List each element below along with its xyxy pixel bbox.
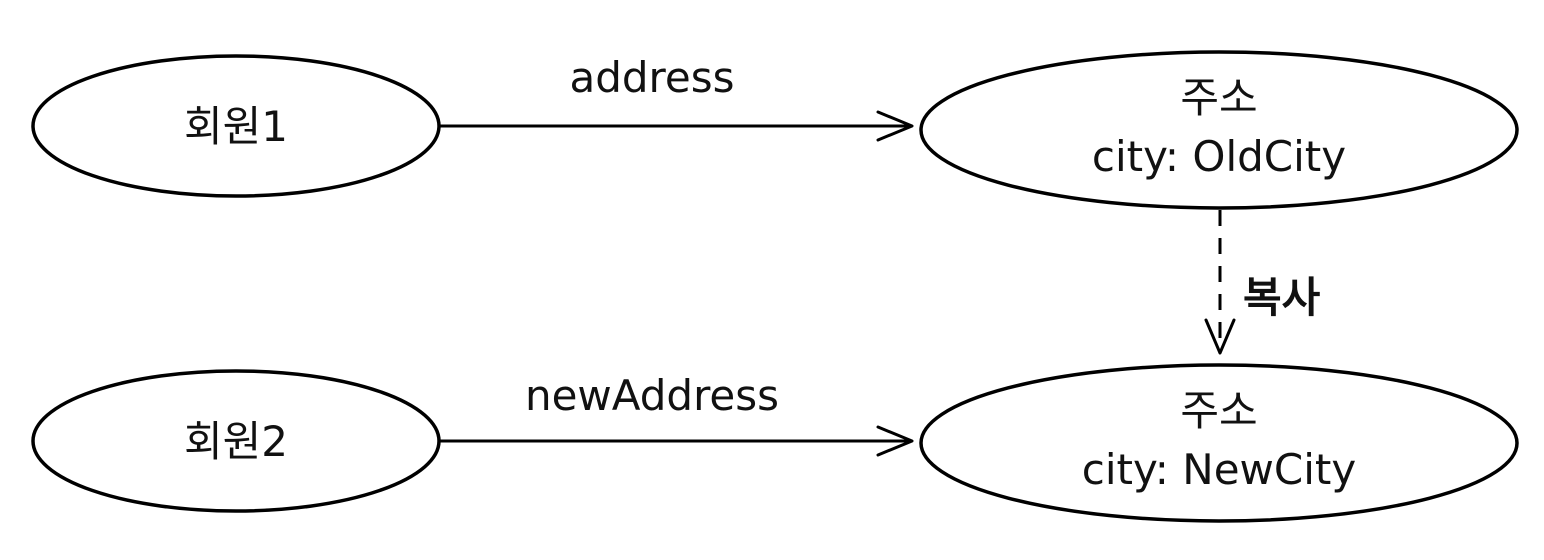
node-ellipse (919, 363, 1519, 523)
node-member2: 회원2 (31, 369, 441, 513)
node-address-new: 주소 city: NewCity (919, 363, 1519, 523)
edge-copy: 복사 (1204, 210, 1321, 355)
node-label-member2: 회원2 (184, 417, 288, 466)
node-ellipse (31, 369, 441, 513)
node-address-old: 주소 city: OldCity (919, 50, 1519, 210)
arrowhead-icon (876, 425, 914, 457)
arrowhead-icon (876, 110, 914, 142)
node-member1: 회원1 (31, 54, 441, 198)
node-title-address-old: 주소 (1180, 73, 1257, 122)
edge-label-new-address: newAddress (525, 371, 779, 420)
node-label-member1: 회원1 (184, 102, 288, 151)
node-ellipse (919, 50, 1519, 210)
node-title-address-new: 주소 (1180, 386, 1257, 435)
edge-label-address: address (569, 53, 734, 102)
node-field-address-new: city: NewCity (1082, 445, 1356, 494)
node-field-address-old: city: OldCity (1092, 132, 1346, 181)
arrowhead-icon (1204, 318, 1236, 355)
edge-member1-address: address (440, 53, 914, 142)
edge-label-copy: 복사 (1243, 273, 1321, 322)
node-ellipse (31, 54, 441, 198)
edge-member2-new-address: newAddress (440, 371, 914, 457)
